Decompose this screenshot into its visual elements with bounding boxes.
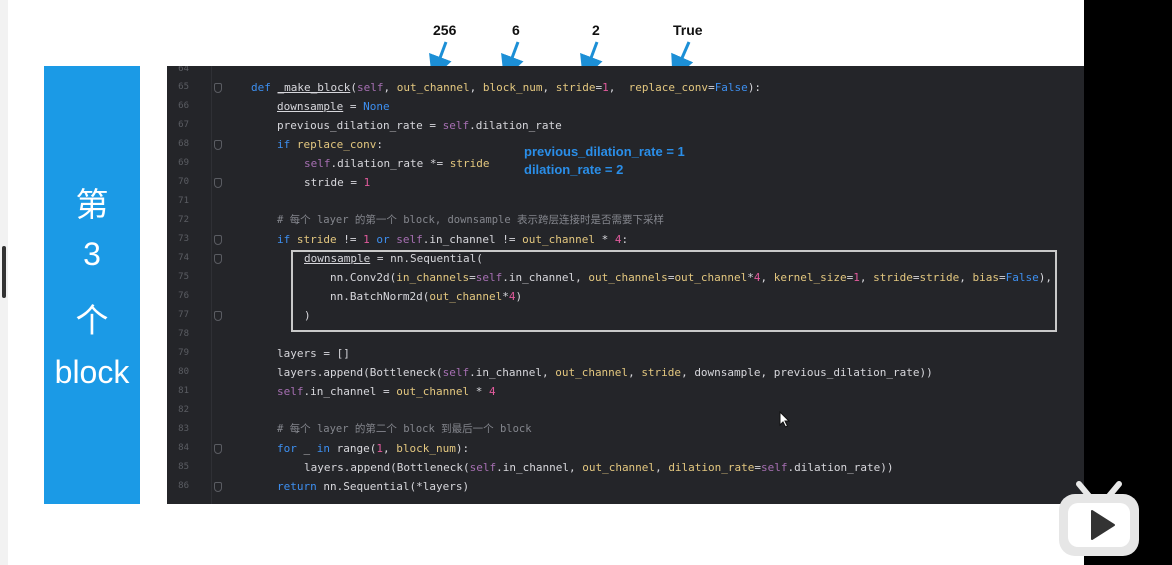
title-number: 3 [83, 236, 101, 272]
code-line: 68 if replace_conv: [167, 135, 1084, 154]
mouse-cursor-icon [779, 411, 791, 428]
code-line: 75 nn.Conv2d(in_channels=self.in_channel… [167, 268, 1084, 287]
code-comment: # 每个 layer 的第二个 block 到最后一个 block [277, 423, 532, 435]
code-text: nn.Conv2d(in_channels=self.in_channel, o… [330, 271, 1053, 284]
video-black-border [1084, 0, 1172, 565]
code-text: def _make_block(self, out_channel, block… [251, 81, 762, 94]
fold-icon[interactable] [214, 254, 222, 264]
fold-icon[interactable] [214, 444, 222, 454]
code-text: if stride != 1 or self.in_channel != out… [277, 233, 629, 246]
code-line: 76 nn.BatchNorm2d(out_channel*4) [167, 287, 1084, 306]
line-number: 84 [178, 443, 189, 453]
line-number: 69 [178, 158, 189, 168]
scroll-handle[interactable] [2, 246, 6, 298]
label-out-channel-value: 256 [433, 22, 457, 38]
bilibili-play-icon[interactable] [1057, 478, 1141, 558]
line-number: 75 [178, 272, 189, 282]
line-number: 85 [178, 462, 189, 472]
code-text: layers.append(Bottleneck(self.in_channel… [304, 461, 894, 474]
code-editor[interactable]: 64 65 def _make_block(self, out_channel,… [167, 66, 1084, 504]
code-line: 65 def _make_block(self, out_channel, bl… [167, 78, 1084, 97]
code-line: 78 [167, 325, 1084, 344]
line-number: 81 [178, 386, 189, 396]
code-text: if replace_conv: [277, 138, 383, 151]
code-line: 70 stride = 1 [167, 173, 1084, 192]
code-line: 79 layers = [] [167, 344, 1084, 363]
line-number: 76 [178, 291, 189, 301]
line-number: 67 [178, 120, 189, 130]
line-number: 86 [178, 481, 189, 491]
code-text: self.in_channel = out_channel * 4 [277, 385, 496, 398]
annotation-dilation-rate: dilation_rate = 2 [524, 162, 624, 177]
code-line: 81 self.in_channel = out_channel * 4 [167, 382, 1084, 401]
code-line: 86 return nn.Sequential(*layers) [167, 477, 1084, 496]
gutter-divider [211, 66, 212, 504]
code-line: 69 self.dilation_rate *= stride [167, 154, 1084, 173]
code-text: for _ in range(1, block_num): [277, 442, 470, 455]
code-text: return nn.Sequential(*layers) [277, 480, 470, 493]
code-line: 71 [167, 192, 1084, 211]
line-number: 78 [178, 329, 189, 339]
line-number: 66 [178, 101, 189, 111]
code-line: 74 downsample = nn.Sequential( [167, 249, 1084, 268]
line-number: 73 [178, 234, 189, 244]
code-text: ) [304, 309, 311, 322]
code-line: 83 # 每个 layer 的第二个 block 到最后一个 block [167, 420, 1084, 439]
annotation-previous-dilation: previous_dilation_rate = 1 [524, 144, 685, 159]
block-title-panel: 第 3 个 block [44, 66, 140, 504]
fold-icon[interactable] [214, 482, 222, 492]
code-line: 82 [167, 401, 1084, 420]
code-text: stride = 1 [304, 176, 371, 189]
code-line: 80 layers.append(Bottleneck(self.in_chan… [167, 363, 1084, 382]
line-number: 83 [178, 424, 189, 434]
line-number: 71 [178, 196, 189, 206]
label-replace-conv-value: True [673, 22, 703, 38]
title-word-block: block [54, 354, 130, 390]
code-line: 72 # 每个 layer 的第一个 block, downsample 表示跨… [167, 211, 1084, 230]
code-text: downsample = nn.Sequential( [304, 252, 483, 265]
fold-icon[interactable] [214, 178, 222, 188]
title-char-di: 第 [75, 185, 109, 224]
code-line: 73 if stride != 1 or self.in_channel != … [167, 230, 1084, 249]
code-line: 66 downsample = None [167, 97, 1084, 116]
code-text: nn.BatchNorm2d(out_channel*4) [330, 290, 523, 303]
line-number: 68 [178, 139, 189, 149]
code-line: 77 ) [167, 306, 1084, 325]
code-line: 84 for _ in range(1, block_num): [167, 439, 1084, 458]
code-text: layers = [] [277, 347, 350, 360]
line-number: 79 [178, 348, 189, 358]
fold-icon[interactable] [214, 83, 222, 93]
line-number: 77 [178, 310, 189, 320]
line-number: 64 [178, 66, 189, 74]
title-char-ge: 个 [75, 301, 109, 340]
code-text: downsample = None [277, 100, 390, 113]
line-number: 82 [178, 405, 189, 415]
fold-icon[interactable] [214, 311, 222, 321]
line-number: 72 [178, 215, 189, 225]
line-number: 80 [178, 367, 189, 377]
label-stride-value: 2 [592, 22, 600, 38]
code-line: 85 layers.append(Bottleneck(self.in_chan… [167, 458, 1084, 477]
line-number: 65 [178, 82, 189, 92]
code-comment: # 每个 layer 的第一个 block, downsample 表示跨层连接… [277, 214, 665, 226]
label-block-num-value: 6 [512, 22, 520, 38]
downsample-highlight-box [291, 250, 1057, 332]
fold-icon[interactable] [214, 140, 222, 150]
fold-icon[interactable] [214, 235, 222, 245]
code-line: 67 previous_dilation_rate = self.dilatio… [167, 116, 1084, 135]
code-text: previous_dilation_rate = self.dilation_r… [277, 119, 562, 132]
code-line: 64 [167, 66, 1084, 79]
line-number: 70 [178, 177, 189, 187]
code-text: self.dilation_rate *= stride [304, 157, 490, 170]
line-number: 74 [178, 253, 189, 263]
code-text: layers.append(Bottleneck(self.in_channel… [277, 366, 933, 379]
